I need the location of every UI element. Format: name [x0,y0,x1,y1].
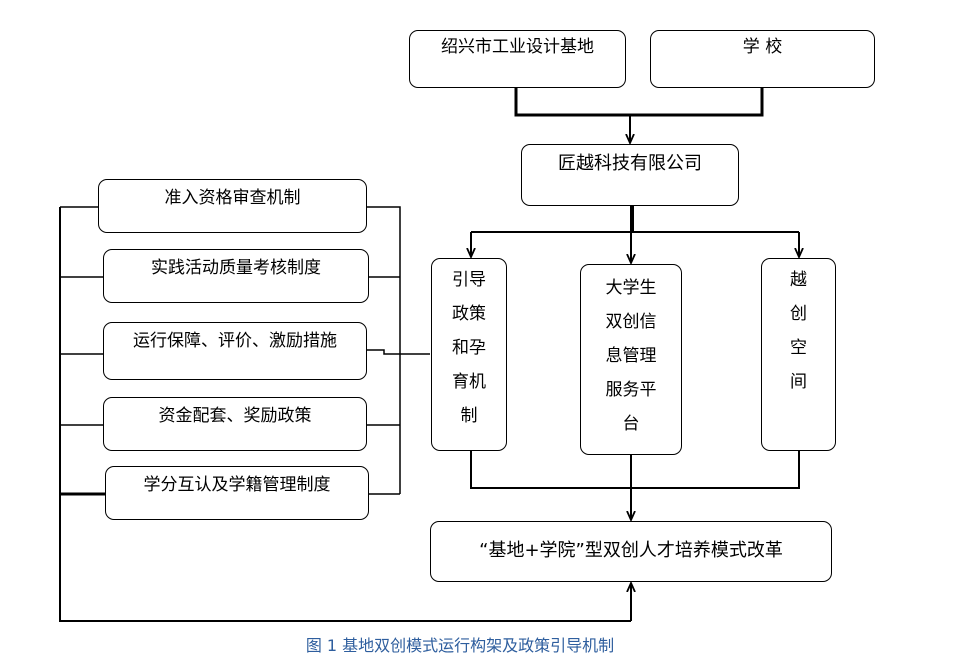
node-school: 学 校 [650,30,875,88]
node-space-text: 越创空间 [790,270,807,392]
node-platform: 大学生双创信息管理服务平台 [580,264,682,455]
node-platform-text: 大学生双创信息管理服务平台 [605,278,657,434]
figure-caption: 图 1 基地双创模式运行构架及政策引导机制 [305,636,615,655]
policy-left-rail [59,207,631,622]
node-company: 匠越科技有限公司 [521,144,739,206]
policy-item: 运行保障、评价、激励措施 [103,322,367,380]
policy-item: 实践活动质量考核制度 [103,249,369,303]
policy-right-rail [366,206,401,494]
connector-base-company [514,88,764,117]
node-policy-mechanism: 引导政策和孕育机制 [431,258,507,451]
node-policy-mechanism-text: 引导政策和孕育机制 [452,270,486,426]
node-reform: “基地+学院”型双创人才培养模式改革 [430,521,832,582]
connector-branches-reform [470,451,800,489]
policy-item: 准入资格审查机制 [98,179,367,233]
policy-item: 资金配套、奖励政策 [103,397,367,451]
node-base: 绍兴市工业设计基地 [409,30,626,88]
node-space: 越创空间 [761,258,836,451]
policy-item: 学分互认及学籍管理制度 [105,466,369,520]
